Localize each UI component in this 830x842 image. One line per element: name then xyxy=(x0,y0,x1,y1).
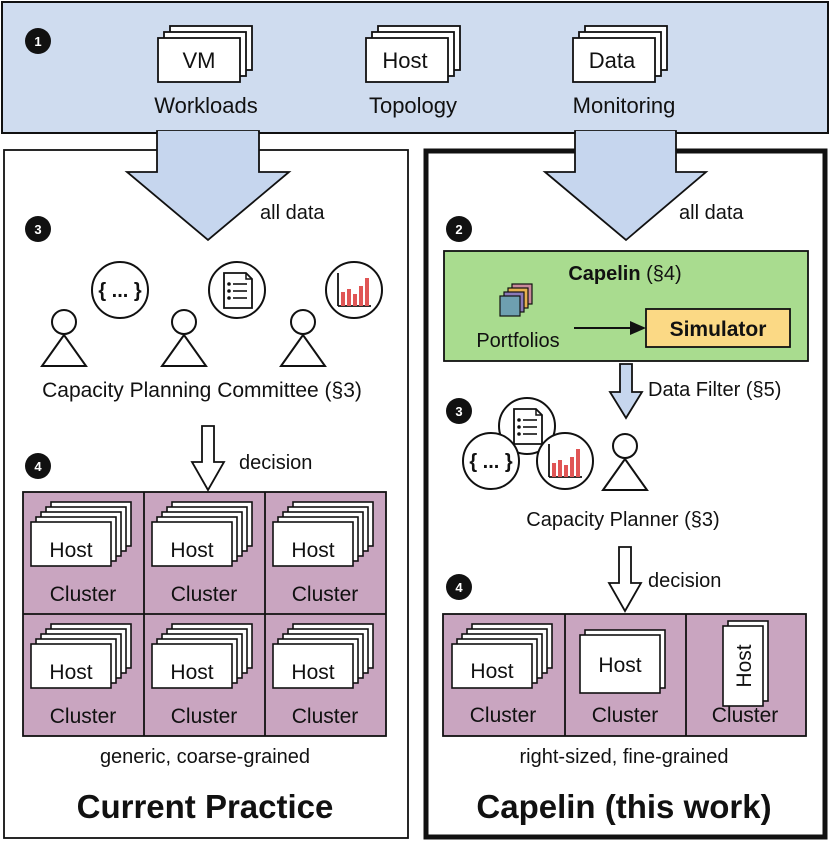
data-filter-label: Data Filter (§5) xyxy=(648,379,781,401)
person-icon xyxy=(40,309,88,367)
cluster-large-host: Host Cluster xyxy=(579,629,666,727)
host-label: Host xyxy=(291,661,334,684)
workloads-input: VM Workloads xyxy=(154,25,258,118)
person-icon xyxy=(279,309,327,367)
step-1-badge: 1 xyxy=(25,28,51,54)
topology-input: Host Topology xyxy=(365,25,461,118)
cluster-label: Cluster xyxy=(712,704,779,727)
capelin-box-title: Capelin (§4) xyxy=(568,263,681,285)
host-label: Host xyxy=(49,661,92,684)
monitoring-label: Monitoring xyxy=(573,93,676,118)
planner-label: Capacity Planner (§3) xyxy=(526,509,719,531)
svg-text:3: 3 xyxy=(34,222,41,237)
down-arrow-icon xyxy=(607,546,643,613)
svg-text:2: 2 xyxy=(455,222,462,237)
host-label: Host xyxy=(49,539,92,562)
cluster-label: Cluster xyxy=(171,583,238,606)
host-card-stack: Host xyxy=(365,25,461,83)
monitoring-input: Data Monitoring xyxy=(572,25,676,118)
bar-chart-icon xyxy=(325,261,383,319)
all-data-label-left: all data xyxy=(260,202,325,224)
cluster-many-hosts: Host Cluster xyxy=(451,623,553,727)
capelin-title: Capelin (this work) xyxy=(476,788,771,825)
cluster-label: Cluster xyxy=(470,704,537,727)
svg-text:{ ... }: { ... } xyxy=(469,451,513,473)
cluster-label: Cluster xyxy=(592,704,659,727)
document-icon xyxy=(498,397,556,455)
cluster-label: Cluster xyxy=(171,705,238,728)
svg-text:4: 4 xyxy=(34,459,42,474)
data-filter-arrow xyxy=(608,363,644,420)
host-label: Host xyxy=(733,644,756,687)
cluster-label: Cluster xyxy=(50,705,117,728)
vm-card-label: VM xyxy=(183,48,216,73)
json-icon: { ... } xyxy=(462,432,520,490)
all-data-label-right: all data xyxy=(679,202,744,224)
host-label: Host xyxy=(170,661,213,684)
host-label: Host xyxy=(470,660,513,683)
workloads-label: Workloads xyxy=(154,93,258,118)
left-caption: generic, coarse-grained xyxy=(100,746,310,768)
decision-label-right: decision xyxy=(648,570,721,592)
capelin-name: Capelin xyxy=(568,263,640,285)
json-icon: { ... } xyxy=(91,261,149,319)
svg-text:1: 1 xyxy=(34,34,41,49)
vm-card-stack: VM xyxy=(157,25,253,83)
svg-text:3: 3 xyxy=(455,404,462,419)
svg-text:4: 4 xyxy=(455,580,463,595)
portfolios-label: Portfolios xyxy=(476,330,559,352)
current-practice-title: Current Practice xyxy=(77,788,334,825)
committee-label: Capacity Planning Committee (§3) xyxy=(42,379,362,402)
right-caption: right-sized, fine-grained xyxy=(520,746,729,768)
step-3-badge-right: 3 xyxy=(446,398,472,424)
step-2-badge: 2 xyxy=(446,216,472,242)
data-card-label: Data xyxy=(589,48,636,73)
data-card-stack: Data xyxy=(572,25,668,83)
down-arrow-icon xyxy=(190,425,226,492)
svg-text:{ ... }: { ... } xyxy=(98,280,142,302)
stack-icon xyxy=(499,283,533,317)
step-4-badge-left: 4 xyxy=(25,453,51,479)
decision-label-left: decision xyxy=(239,452,312,474)
cluster-label: Cluster xyxy=(292,583,359,606)
cluster-label: Cluster xyxy=(292,705,359,728)
cluster-label: Cluster xyxy=(50,583,117,606)
host-label: Host xyxy=(598,654,641,677)
step-3-badge-left: 3 xyxy=(25,216,51,242)
person-icon xyxy=(601,433,649,491)
step-4-badge-right: 4 xyxy=(446,574,472,600)
portfolios-to-simulator-arrow xyxy=(574,321,646,335)
host-card-label: Host xyxy=(382,48,427,73)
capelin-ref: (§4) xyxy=(641,263,682,285)
person-icon xyxy=(160,309,208,367)
all-data-arrow-left xyxy=(124,130,292,242)
simulator-box xyxy=(645,308,791,348)
all-data-arrow-right xyxy=(542,130,709,242)
bar-chart-icon xyxy=(536,432,594,490)
topology-label: Topology xyxy=(369,93,457,118)
host-label: Host xyxy=(170,539,213,562)
host-label: Host xyxy=(291,539,334,562)
document-icon xyxy=(208,261,266,319)
cluster-tall-host: Host Cluster xyxy=(712,620,779,727)
simulator-label: Simulator xyxy=(670,318,767,341)
